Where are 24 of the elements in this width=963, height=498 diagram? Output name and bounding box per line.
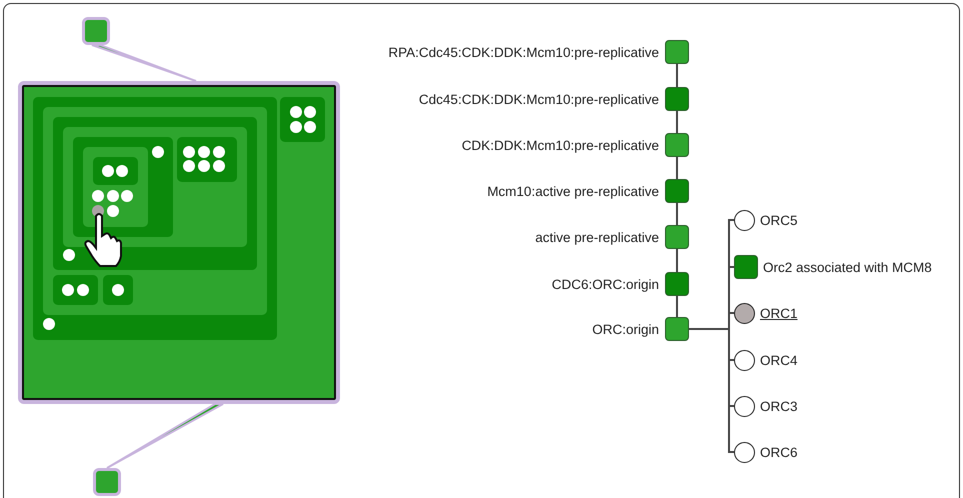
- chain-connector: [676, 64, 678, 87]
- state-label: CDK:DDK:Mcm10:pre-replicative: [462, 138, 659, 152]
- state-label: Mcm10:active pre-replicative: [487, 184, 659, 198]
- link: ORC1: [760, 306, 798, 320]
- chain-connector: [676, 296, 678, 317]
- subunit-label: Orc2 associated with MCM8: [763, 260, 932, 274]
- state-label: CDC6:ORC:origin: [552, 276, 659, 292]
- connector-wedge: [106, 403, 224, 469]
- chain-connector: [676, 203, 678, 225]
- chain-connector: [676, 249, 678, 272]
- state-label: active pre-replicative: [535, 230, 659, 244]
- small-square: [93, 468, 121, 496]
- chain-connector: [676, 111, 678, 133]
- state-label: RPA:Cdc45:CDK:DDK:Mcm10:pre-replicative: [388, 44, 659, 60]
- connector-wedge: [91, 44, 197, 82]
- subunit-label: ORC5: [760, 212, 798, 228]
- state-label: Cdc45:CDK:DDK:Mcm10:pre-replicative: [418, 92, 659, 106]
- subunit-label: ORC6: [760, 444, 798, 460]
- small-square: [82, 17, 110, 45]
- state-label: ORC:origin: [592, 322, 659, 336]
- chain-connector: [676, 157, 678, 179]
- treemap-square: [18, 81, 340, 404]
- subunit-label: ORC3: [760, 398, 798, 414]
- subunit-label: ORC4: [760, 352, 798, 368]
